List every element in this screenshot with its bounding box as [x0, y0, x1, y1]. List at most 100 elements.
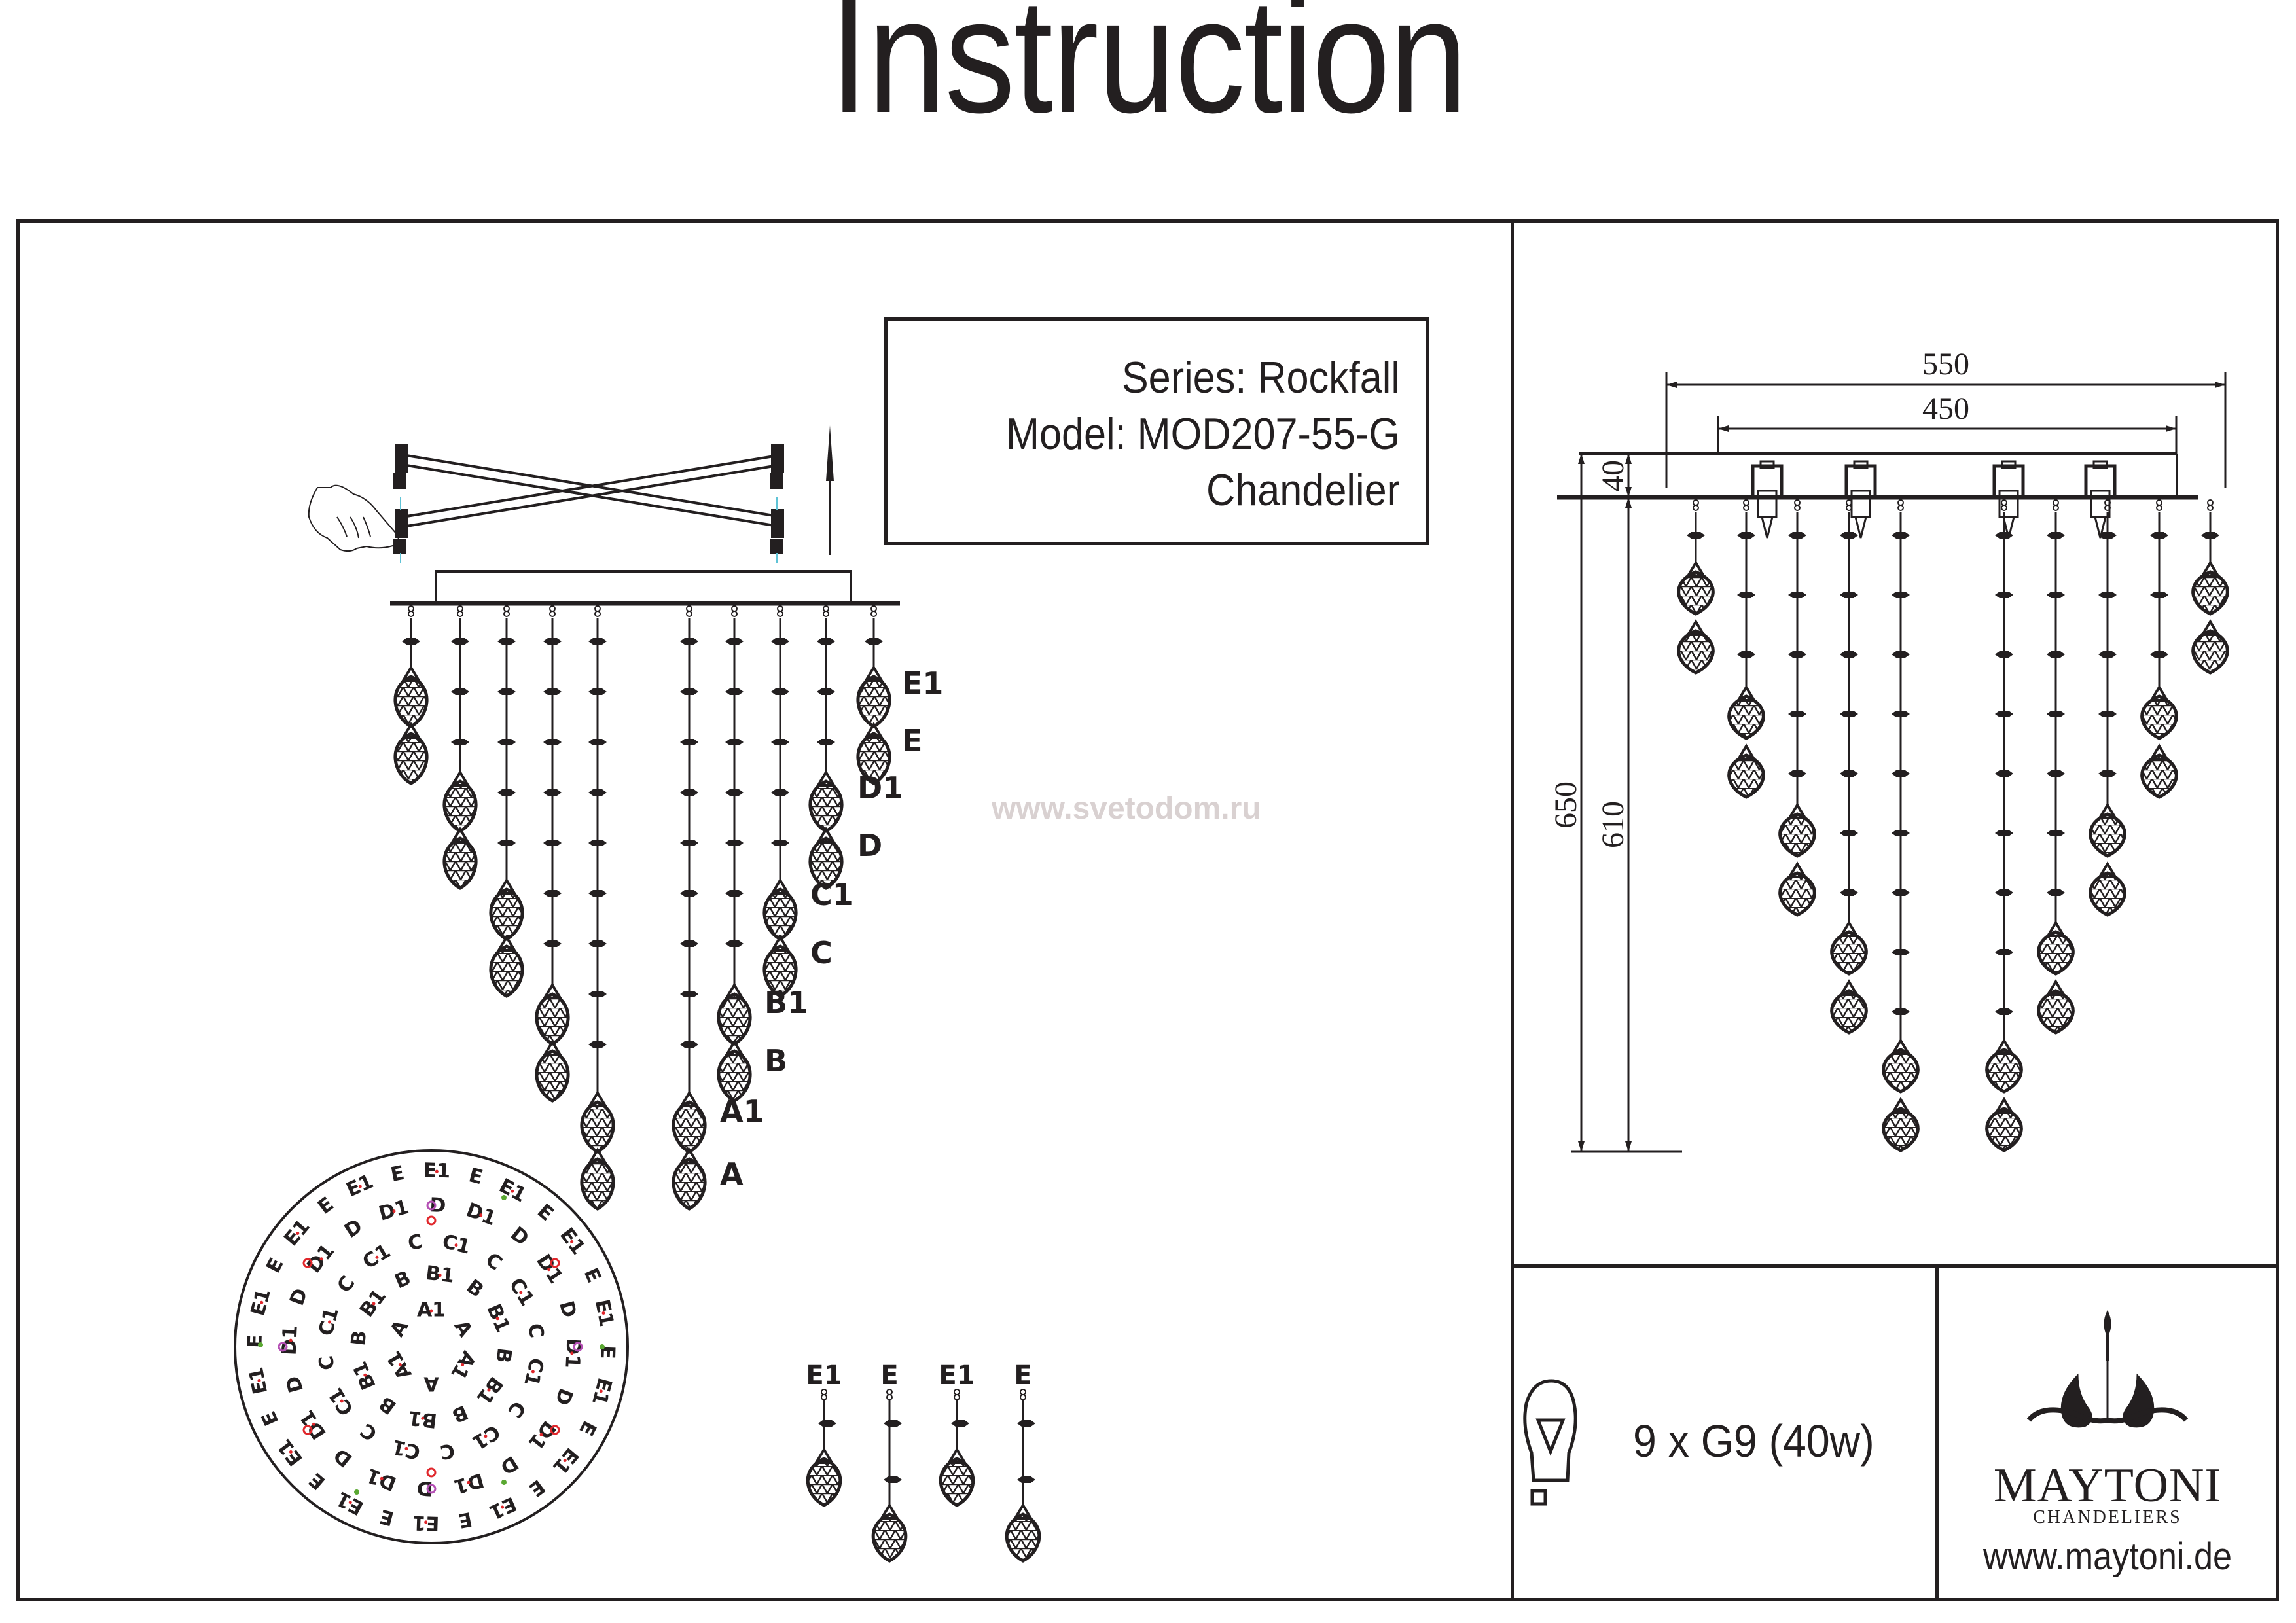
bead — [771, 739, 789, 745]
chain-link — [1794, 505, 1801, 511]
side-strand — [2191, 499, 2229, 675]
layout-position-label: A — [450, 1316, 477, 1341]
bead — [2098, 592, 2117, 598]
bead — [1995, 770, 2013, 777]
marker-dot — [539, 1433, 543, 1436]
layout-position-label: C — [357, 1418, 382, 1445]
brand-url[interactable]: www.maytoni.de — [1982, 1535, 2233, 1578]
reference-marker — [426, 1215, 437, 1226]
marker-dot — [348, 1501, 352, 1505]
side-strand — [1778, 499, 1816, 917]
drop-label: E — [902, 723, 922, 758]
bead — [1995, 651, 2013, 658]
bead — [497, 688, 516, 695]
reference-marker — [501, 1195, 507, 1200]
crystal-drop — [856, 722, 891, 785]
outer-frame — [16, 219, 2279, 1601]
bead — [543, 840, 562, 846]
bead — [588, 789, 607, 796]
bead — [543, 789, 562, 796]
side-strand — [1830, 499, 1868, 1035]
bead — [2047, 532, 2065, 539]
bead — [680, 991, 698, 997]
crystal-drop — [762, 878, 798, 941]
g9-bulb — [1761, 516, 1774, 539]
crystal-drop — [717, 982, 752, 1046]
layout-position-label: E — [467, 1164, 486, 1189]
side-strand — [1882, 499, 1920, 1152]
chain-link — [2156, 505, 2162, 511]
crystal-drop — [2140, 743, 2178, 799]
crystal-drop — [1677, 619, 1715, 675]
bead — [497, 789, 516, 796]
layout-position-label: D — [330, 1443, 357, 1471]
bead — [2098, 651, 2117, 658]
bead — [1737, 651, 1755, 658]
bead — [1687, 532, 1705, 539]
g9-bulb — [2094, 516, 2107, 539]
bead — [2150, 592, 2168, 598]
reference-marker — [600, 1344, 605, 1349]
marker-dot — [289, 1338, 293, 1342]
marker-dot — [454, 1243, 458, 1247]
crystal-drop — [808, 827, 844, 890]
chain-link — [549, 605, 556, 612]
bead — [771, 638, 789, 645]
layout-position-label: B — [391, 1266, 414, 1293]
marker-dot — [531, 1370, 535, 1374]
bead — [680, 840, 698, 846]
dim-overall-width: 550 — [1922, 347, 1969, 382]
front-strand — [762, 605, 798, 998]
crystal-drop — [717, 1039, 752, 1103]
reference-marker — [278, 1342, 288, 1352]
marker-dot — [372, 1302, 376, 1306]
bead — [725, 688, 744, 695]
detail-strand: E — [1005, 1361, 1041, 1563]
crystal-drop — [535, 982, 570, 1046]
vertical-divider — [1511, 219, 1514, 1601]
bulb-socket — [1751, 460, 1784, 539]
marker-dot — [467, 1480, 471, 1484]
layout-position-label: B — [491, 1347, 515, 1364]
socket-base — [1850, 490, 1871, 518]
marker-dot — [340, 1399, 344, 1403]
drop-label: E1 — [902, 666, 943, 701]
layout-position-label: D — [550, 1385, 577, 1408]
marker-dot — [601, 1311, 605, 1315]
reference-marker — [501, 1480, 507, 1485]
crystal-drop — [762, 935, 798, 998]
socket-clip — [2092, 460, 2108, 469]
front-strand — [672, 605, 707, 1211]
chain-link — [821, 1394, 827, 1400]
chain-link — [886, 1394, 893, 1400]
bead — [543, 739, 562, 745]
crystal-drop — [1005, 1503, 1041, 1563]
chain-link — [777, 605, 783, 612]
marker-dot — [547, 1268, 551, 1272]
crystal-drop — [2037, 920, 2075, 976]
bead — [2047, 770, 2065, 777]
detail-strand: E1 — [806, 1361, 842, 1507]
socket-housing — [1992, 464, 2025, 499]
marker-dot — [570, 1240, 574, 1244]
crystal-drop — [442, 827, 478, 890]
bead — [451, 638, 469, 645]
bead — [2047, 889, 2065, 896]
crystal-drop — [580, 1147, 615, 1211]
chain-link — [954, 1394, 960, 1400]
layout-position-label: E — [257, 1408, 283, 1429]
marker-dot — [421, 1416, 425, 1420]
crystal-drop — [672, 1147, 707, 1211]
bead — [2047, 711, 2065, 717]
front-strand — [808, 605, 844, 890]
chain-link — [408, 605, 414, 612]
reference-marker — [573, 1342, 583, 1352]
bead — [680, 789, 698, 796]
layout-position-label: C — [481, 1249, 506, 1275]
drop-label: B — [764, 1043, 787, 1079]
layout-position-label: E — [378, 1505, 397, 1530]
bead — [771, 789, 789, 796]
layout-position-label: E — [533, 1200, 558, 1226]
